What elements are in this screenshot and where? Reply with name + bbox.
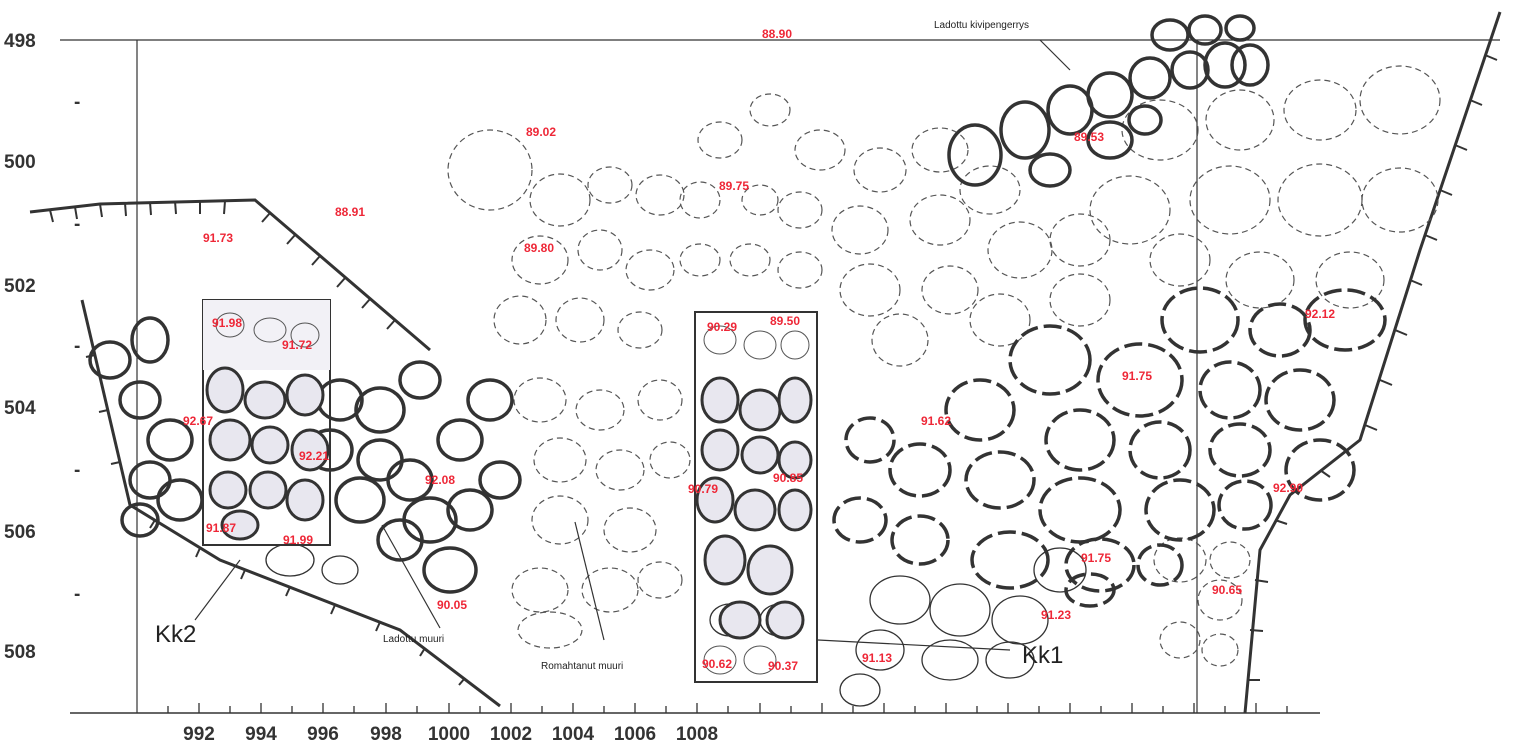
elev-label: 92.08 <box>425 473 455 487</box>
elev-label: 89.02 <box>526 125 556 139</box>
y-tick-501: - <box>74 214 80 235</box>
elev-label: 91.87 <box>206 521 236 535</box>
y-label-504: 504 <box>4 398 36 419</box>
grid <box>60 39 1500 714</box>
x-axis-labels: 992 994 996 998 1000 1002 1004 1006 1008 <box>183 724 718 745</box>
y-label-506: 506 <box>4 522 36 543</box>
elev-label: 91.75 <box>1122 369 1152 383</box>
x-label-1000: 1000 <box>428 724 470 745</box>
y-label-498: 498 <box>4 31 36 52</box>
label-ladottu-kivipengerrys: Ladottu kivipengerrys <box>934 20 1029 31</box>
y-label-508: 508 <box>4 642 36 663</box>
elev-label: 91.23 <box>1041 608 1071 622</box>
y-label-502: 502 <box>4 276 36 297</box>
dashed-stones <box>447 65 1441 667</box>
leader-lines <box>194 39 1071 651</box>
elev-label: 90.79 <box>688 482 718 496</box>
x-axis-ticks <box>167 703 1288 713</box>
thick-stones <box>88 14 1387 608</box>
label-kk2: Kk2 <box>155 621 196 648</box>
excavation-boundary <box>29 11 1502 714</box>
x-label-1002: 1002 <box>490 724 532 745</box>
x-label-1008: 1008 <box>676 724 718 745</box>
elev-label: 91.99 <box>283 533 313 547</box>
y-label-500: 500 <box>4 152 36 173</box>
elev-label: 89.80 <box>524 241 554 255</box>
elev-label: 91.62 <box>921 414 951 428</box>
x-label-998: 998 <box>370 724 402 745</box>
label-ladottu-muuri: Ladottu muuri <box>383 634 444 645</box>
boundary-hachures <box>49 54 1498 686</box>
elev-label: 91.98 <box>212 316 242 330</box>
x-label-1006: 1006 <box>614 724 656 745</box>
elev-label: 88.90 <box>762 27 792 41</box>
elevation-labels: 88.90 89.02 89.53 89.75 88.91 91.73 89.8… <box>183 27 1335 673</box>
elev-label: 90.05 <box>437 598 467 612</box>
y-axis-labels: 498 - 500 - 502 - 504 - 506 - 508 <box>4 31 80 663</box>
x-label-994: 994 <box>245 724 277 745</box>
y-tick-507: - <box>74 584 80 605</box>
x-label-996: 996 <box>307 724 339 745</box>
annotations: Ladottu kivipengerrys Ladottu muuri Roma… <box>155 20 1063 672</box>
kk2-trench <box>202 299 331 546</box>
x-label-992: 992 <box>183 724 215 745</box>
y-tick-505: - <box>74 460 80 481</box>
elev-label: 90.62 <box>702 657 732 671</box>
elev-label: 89.53 <box>1074 130 1104 144</box>
elev-label: 91.72 <box>282 338 312 352</box>
elev-label: 92.12 <box>1305 307 1335 321</box>
y-tick-503: - <box>74 336 80 357</box>
elev-label: 90.37 <box>768 659 798 673</box>
y-tick-499: - <box>74 92 80 113</box>
elev-label: 92.67 <box>183 414 213 428</box>
elev-label: 91.75 <box>1081 551 1111 565</box>
elev-label: 92.90 <box>1273 481 1303 495</box>
elev-label: 90.65 <box>1212 583 1242 597</box>
kk1-trench <box>694 311 818 683</box>
elev-label: 91.73 <box>203 231 233 245</box>
elev-label: 88.91 <box>335 205 365 219</box>
elev-label: 90.29 <box>707 320 737 334</box>
x-label-1004: 1004 <box>552 724 595 745</box>
label-kk1: Kk1 <box>1022 642 1063 669</box>
elev-label: 92.21 <box>299 449 329 463</box>
elev-label: 91.13 <box>862 651 892 665</box>
elev-label: 89.75 <box>719 179 749 193</box>
elev-label: 90.85 <box>773 471 803 485</box>
label-romahtanut-muuri: Romahtanut muuri <box>541 661 623 672</box>
elev-label: 89.50 <box>770 314 800 328</box>
